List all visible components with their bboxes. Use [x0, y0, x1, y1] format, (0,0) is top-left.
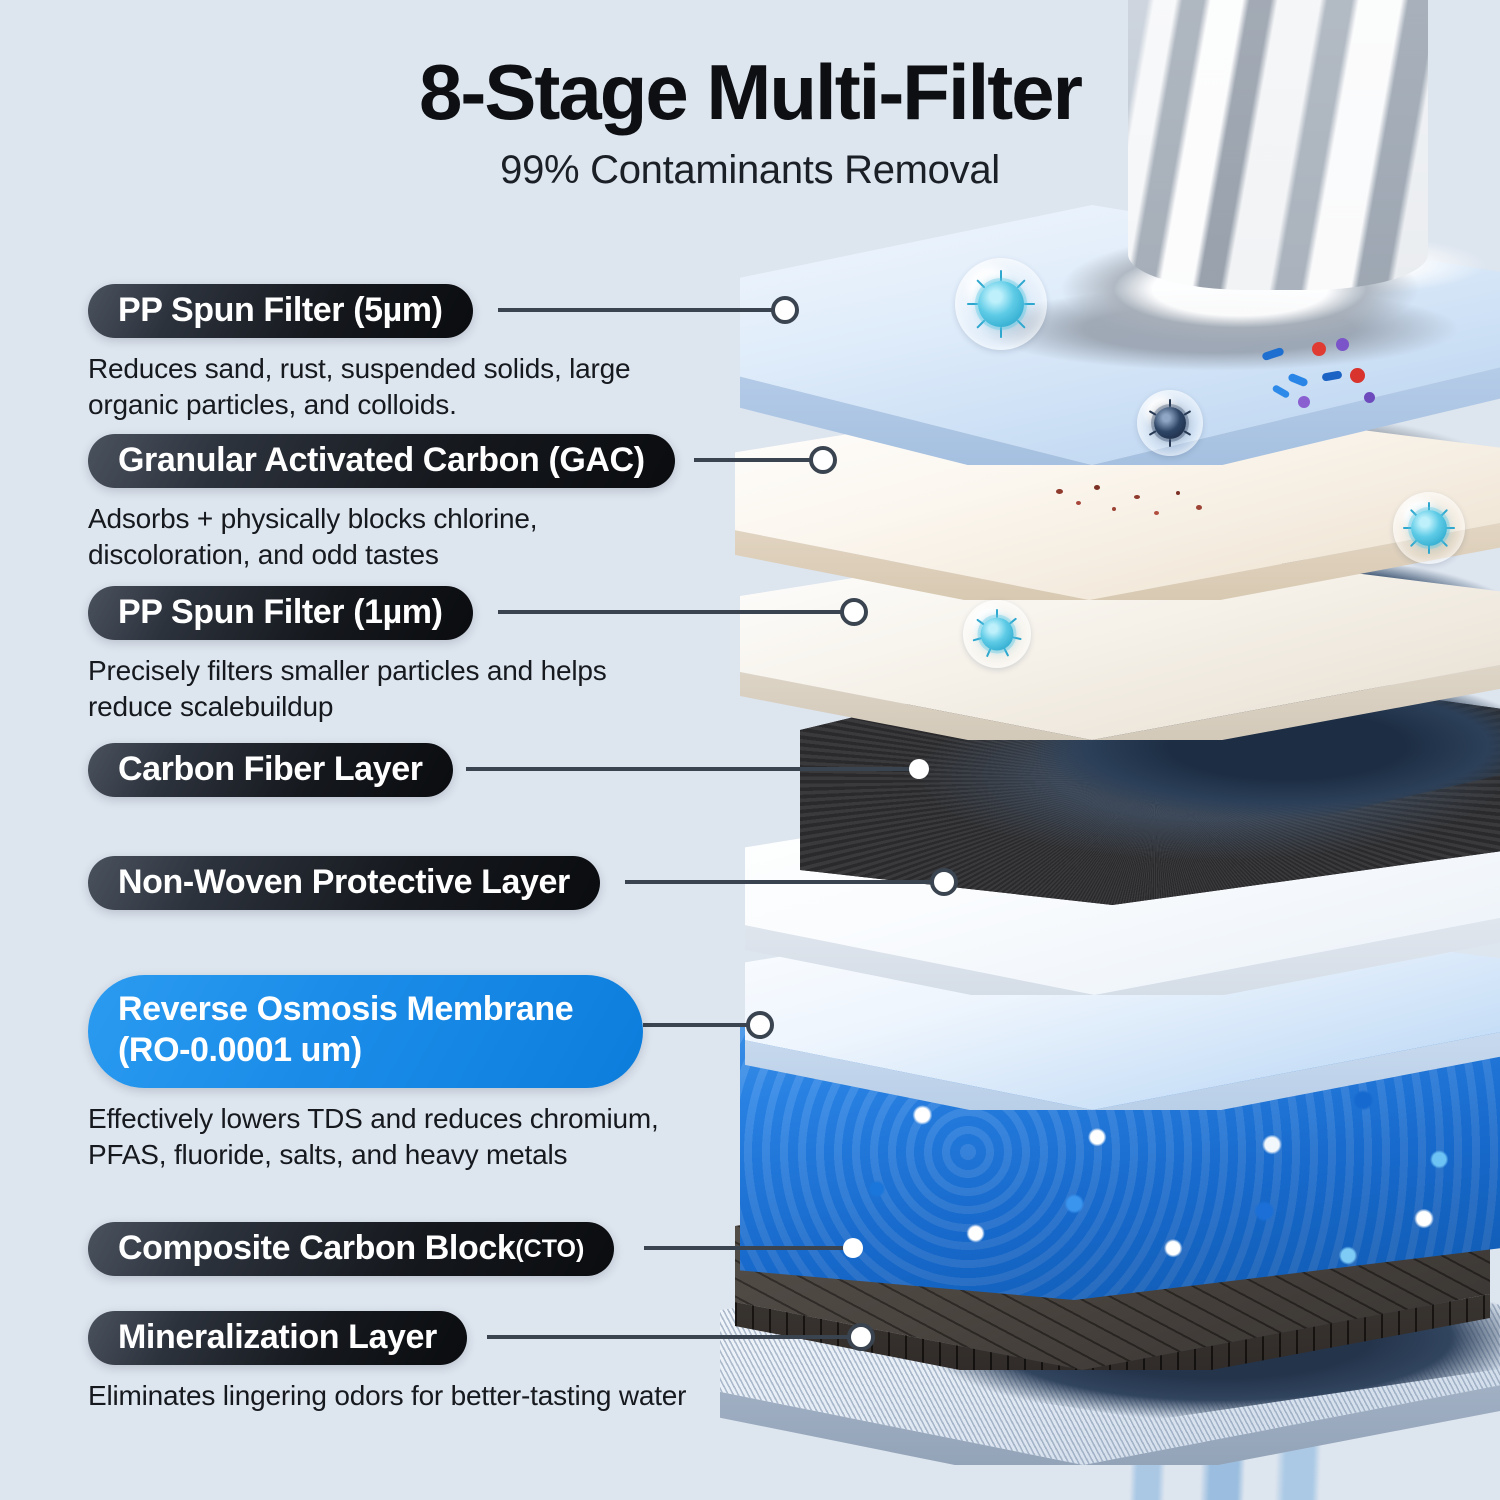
stage-label-text: Composite Carbon Block: [118, 1229, 516, 1268]
stage-label-suffix: (CTO): [515, 1234, 585, 1263]
stage-label-gac[interactable]: Granular Activated Carbon (GAC): [88, 434, 675, 488]
stage-item-8: Mineralization Layer Eliminates lingerin…: [88, 1311, 687, 1414]
stage-description-2: Adsorbs + physically blocks chlorine, di…: [88, 503, 538, 571]
stage-description-1: Reduces sand, rust, suspended solids, la…: [88, 353, 631, 421]
stage-label-text: PP Spun Filter (1µm): [118, 593, 443, 632]
stage-description-6: Effectively lowers TDS and reduces chrom…: [88, 1102, 659, 1171]
stage-label-composite-carbon-block[interactable]: Composite Carbon Block (CTO): [88, 1222, 615, 1276]
stage-label-ro-membrane[interactable]: Reverse Osmosis Membrane (RO-0.0001 um): [88, 975, 643, 1088]
stage-description-3: Precisely filters smaller particles and …: [88, 655, 607, 723]
stage-label-mineralization[interactable]: Mineralization Layer: [88, 1311, 467, 1365]
stage-item-2: Granular Activated Carbon (GAC) Adsorbs …: [88, 434, 688, 574]
stage-label-text: Granular Activated Carbon (GAC): [118, 441, 645, 480]
stage-item-5: Non-Woven Protective Layer: [88, 856, 600, 910]
germ-bubble-4: [963, 600, 1031, 668]
rust-specks: [1050, 475, 1230, 535]
germ-bubble-3: [1393, 492, 1465, 564]
stage-item-6: Reverse Osmosis Membrane (RO-0.0001 um) …: [88, 975, 688, 1174]
stage-label-carbon-fiber[interactable]: Carbon Fiber Layer: [88, 743, 453, 797]
stage-item-4: Carbon Fiber Layer: [88, 743, 453, 797]
stage-label-text: Reverse Osmosis Membrane (RO-0.0001 um): [118, 990, 574, 1070]
stage-label-text: PP Spun Filter (5µm): [118, 291, 443, 330]
stage-label-text: Carbon Fiber Layer: [118, 750, 423, 789]
stage-label-text: Non-Woven Protective Layer: [118, 863, 570, 902]
stage-label-text: Mineralization Layer: [118, 1318, 437, 1357]
stage-item-1: PP Spun Filter (5µm) Reduces sand, rust,…: [88, 284, 688, 424]
stage-label-non-woven[interactable]: Non-Woven Protective Layer: [88, 856, 600, 910]
stage-label-pp-spun-1um[interactable]: PP Spun Filter (1µm): [88, 586, 473, 640]
stage-description-8: Eliminates lingering odors for better-ta…: [88, 1380, 687, 1411]
stage-item-7: Composite Carbon Block (CTO): [88, 1222, 615, 1276]
stage-item-3: PP Spun Filter (1µm) Precisely filters s…: [88, 586, 688, 726]
stage-label-pp-spun-5um[interactable]: PP Spun Filter (5µm): [88, 284, 473, 338]
